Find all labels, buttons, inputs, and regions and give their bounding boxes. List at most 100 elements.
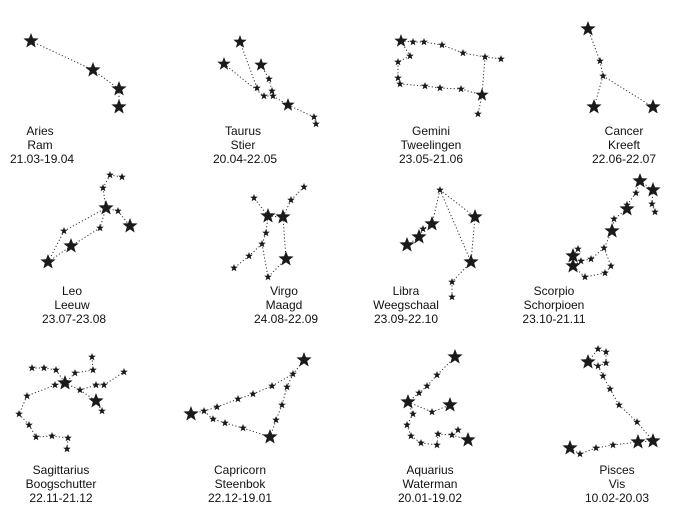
aquarius-connector-line <box>426 374 438 387</box>
five-point-star-icon <box>460 432 476 447</box>
leo-connector-line <box>70 227 101 247</box>
small-star-icon <box>436 84 444 92</box>
five-point-star-icon <box>217 57 231 70</box>
small-star-icon <box>264 273 272 281</box>
small-star-icon <box>409 38 417 46</box>
aquarius-star-figure <box>400 349 476 449</box>
pisces-dutch-name: Vis <box>608 477 626 491</box>
five-point-star-icon <box>254 58 268 71</box>
scorpio-connector-line <box>590 247 605 260</box>
five-point-star-icon <box>399 237 415 252</box>
small-star-icon <box>651 208 659 216</box>
five-point-star-icon <box>23 33 39 48</box>
sagittarius-connector-line <box>55 369 66 384</box>
scorpio-connector-line <box>639 180 654 191</box>
scorpio-dutch-name: Schorpioen <box>523 298 585 312</box>
capricorn-connector-line <box>286 373 294 388</box>
gemini-connector-line <box>424 85 441 89</box>
small-star-icon <box>253 84 261 92</box>
libra-dutch-name: Weegschaal <box>373 298 439 312</box>
scorpio-connector-line <box>651 189 654 205</box>
small-star-icon <box>283 383 291 391</box>
scorpio-name: Scorpio <box>533 284 575 298</box>
small-star-icon <box>648 200 656 208</box>
small-star-icon <box>262 229 270 237</box>
small-star-icon <box>596 57 604 65</box>
five-point-star-icon <box>562 440 578 455</box>
small-star-icon <box>213 403 221 411</box>
aquarius-dates: 20.01-19.02 <box>397 491 463 505</box>
small-star-icon <box>448 278 456 286</box>
small-star-icon <box>438 41 446 49</box>
five-point-star-icon <box>40 254 56 269</box>
pisces-connector-line <box>612 441 639 446</box>
small-star-icon <box>448 293 456 301</box>
sagittarius-connector-line <box>103 371 125 386</box>
small-star-icon <box>209 415 217 423</box>
cancer-connector-line <box>599 60 604 77</box>
small-star-icon <box>32 433 40 441</box>
small-star-icon <box>221 419 229 427</box>
leo-connector-line <box>47 230 65 263</box>
libra-connector-line <box>406 236 420 246</box>
small-star-icon <box>497 55 505 63</box>
libra-name: Libra <box>392 284 420 298</box>
small-star-icon <box>602 359 610 367</box>
small-star-icon <box>265 75 273 83</box>
five-point-star-icon <box>604 223 620 238</box>
small-star-icon <box>106 171 114 179</box>
five-point-star-icon <box>447 349 463 364</box>
small-star-icon <box>92 381 100 389</box>
small-star-icon <box>576 450 584 458</box>
aries-name: Aries <box>26 124 54 138</box>
small-star-icon <box>114 207 122 215</box>
five-point-star-icon <box>645 182 661 197</box>
five-point-star-icon <box>580 21 596 36</box>
small-star-icon <box>577 257 585 265</box>
small-star-icon <box>481 53 489 61</box>
small-star-icon <box>396 80 404 88</box>
small-star-icon <box>28 364 36 372</box>
small-star-icon <box>420 38 428 46</box>
gemini-name: Gemini <box>411 124 450 138</box>
aquarius-connector-line <box>406 413 414 426</box>
capricorn-connector-line <box>216 398 239 408</box>
leo-dates: 23.07-23.08 <box>42 312 107 326</box>
libra-dates: 23.09-22.10 <box>373 312 439 326</box>
aquarius-connector-line <box>407 392 420 403</box>
five-point-star-icon <box>565 258 581 273</box>
capricorn-dates: 22.12-19.01 <box>207 491 273 505</box>
libra-star-figure <box>399 186 483 301</box>
small-star-icon <box>599 372 607 380</box>
libra-connector-line <box>470 216 476 263</box>
small-star-icon <box>403 421 411 429</box>
five-point-star-icon <box>400 394 416 409</box>
five-point-star-icon <box>475 88 489 101</box>
small-star-icon <box>457 85 465 93</box>
cancer-dutch-name: Kreeft <box>607 138 640 152</box>
taurus-connector-line <box>313 116 317 125</box>
five-point-star-icon <box>262 429 278 444</box>
small-star-icon <box>48 432 56 440</box>
aries-dates: 21.03-19.04 <box>10 152 75 166</box>
leo-name: Leo <box>61 284 83 298</box>
virgo-connector-line <box>248 243 263 257</box>
five-point-star-icon <box>424 216 440 231</box>
virgo-dutch-name: Maagd <box>265 298 303 312</box>
small-star-icon <box>436 186 444 194</box>
five-point-star-icon <box>632 173 648 188</box>
five-point-star-icon <box>88 393 104 408</box>
small-star-icon <box>25 421 33 429</box>
taurus-star-figure <box>217 35 320 128</box>
capricorn-dutch-name: Steenbok <box>214 477 266 491</box>
small-star-icon <box>474 110 482 118</box>
small-star-icon <box>615 401 623 409</box>
pisces-star-figure <box>562 345 661 458</box>
small-star-icon <box>96 224 104 232</box>
small-star-icon <box>448 431 456 439</box>
sagittarius-connector-line <box>28 424 37 438</box>
small-star-icon <box>587 255 595 263</box>
sagittarius-name: Sagittarius <box>32 463 90 477</box>
pisces-connector-line <box>602 375 611 390</box>
small-star-icon <box>599 72 607 80</box>
